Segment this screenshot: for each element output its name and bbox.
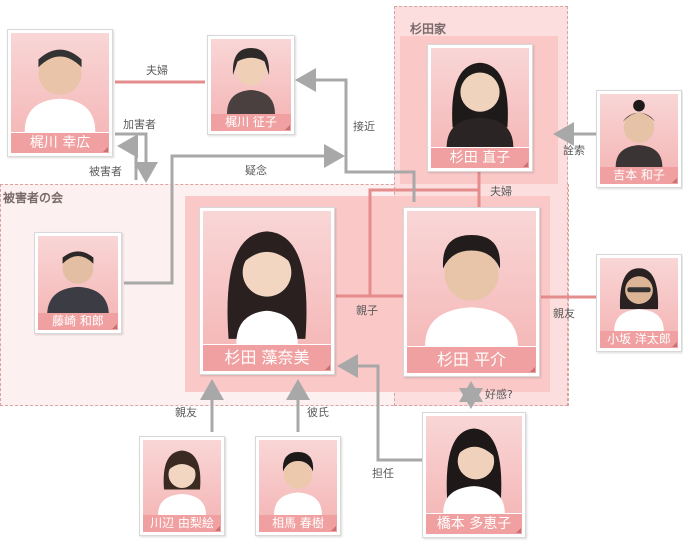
card-sugita-kanami[interactable]: 杉田 藻奈美 xyxy=(199,207,335,375)
card-yoshimoto-kazuko[interactable]: 吉本 和子 xyxy=(596,90,682,188)
portrait-icon xyxy=(600,258,678,331)
victims-group-title: 被害者の会 xyxy=(3,191,64,205)
card-corner-mark xyxy=(112,324,117,329)
card-kosaka-yotaro[interactable]: 小坂 洋太郎 xyxy=(596,254,682,352)
card-corner-mark xyxy=(672,342,677,347)
card-corner-mark xyxy=(103,147,108,152)
name-label: 梶川 征子 xyxy=(211,114,291,131)
label-best-friend-bottom: 親友 xyxy=(175,406,197,419)
label-affection: 好感? xyxy=(485,388,513,401)
card-corner-mark xyxy=(325,365,330,370)
label-approach: 接近 xyxy=(353,120,375,133)
label-victim: 被害者 xyxy=(89,165,122,178)
label-spouse-sugita: 夫婦 xyxy=(490,185,512,198)
victim-arrow xyxy=(117,134,138,180)
name-label: 杉田 藻奈美 xyxy=(203,345,331,371)
label-boyfriend: 彼氏 xyxy=(307,406,329,419)
label-spouse-kajikawa: 夫婦 xyxy=(146,64,168,77)
label-investigation: 詮索 xyxy=(563,144,585,157)
card-corner-mark xyxy=(285,125,290,130)
card-corner-mark xyxy=(530,367,535,372)
name-label: 相馬 春樹 xyxy=(259,515,337,532)
portrait-icon xyxy=(259,440,337,515)
card-soma-haruki[interactable]: 相馬 春樹 xyxy=(255,436,341,536)
card-kajikawa-seiko[interactable]: 梶川 征子 xyxy=(207,35,295,135)
name-label: 杉田 平介 xyxy=(407,347,536,373)
naoko-family-line xyxy=(368,188,479,296)
name-label: 吉本 和子 xyxy=(600,167,678,184)
portrait-icon xyxy=(407,211,536,346)
suspicion-arrow xyxy=(124,144,345,285)
portrait-icon xyxy=(431,48,529,147)
approach-arrow xyxy=(295,68,416,202)
name-label: 梶川 幸広 xyxy=(11,133,109,153)
label-homeroom: 担任 xyxy=(372,467,394,480)
card-fujisaki-kazuo[interactable]: 藤崎 和郎 xyxy=(34,232,122,334)
card-kajikawa-yukihiro[interactable]: 梶川 幸広 xyxy=(7,29,113,157)
portrait-icon xyxy=(600,94,678,167)
portrait-icon xyxy=(426,416,522,513)
portrait-icon xyxy=(211,39,291,114)
portrait-icon xyxy=(143,440,221,515)
name-label: 杉田 直子 xyxy=(431,148,529,168)
name-label: 橋本 多恵子 xyxy=(426,514,522,534)
homeroom-arrow xyxy=(337,354,422,462)
card-corner-mark xyxy=(516,528,521,533)
label-suspicion: 疑念 xyxy=(245,164,267,177)
name-label: 藤崎 和郎 xyxy=(38,313,118,330)
card-corner-mark xyxy=(215,526,220,531)
sugita-family-title: 杉田家 xyxy=(410,22,447,36)
card-corner-mark xyxy=(523,162,528,167)
card-corner-mark xyxy=(331,526,336,531)
label-parent-child: 親子 xyxy=(356,304,378,317)
name-label: 川辺 由梨絵 xyxy=(143,515,221,532)
portrait-icon xyxy=(11,33,109,132)
portrait-icon xyxy=(38,236,118,313)
card-corner-mark xyxy=(672,178,677,183)
label-best-friend-right: 親友 xyxy=(553,307,575,320)
card-kawabe-yurie[interactable]: 川辺 由梨絵 xyxy=(139,436,225,536)
card-hashimoto-taeko[interactable]: 橋本 多恵子 xyxy=(422,412,526,538)
card-sugita-naoko[interactable]: 杉田 直子 xyxy=(427,44,533,172)
card-sugita-heisuke[interactable]: 杉田 平介 xyxy=(403,207,540,377)
name-label: 小坂 洋太郎 xyxy=(600,331,678,348)
portrait-icon xyxy=(203,211,331,344)
label-assailant: 加害者 xyxy=(123,118,156,131)
